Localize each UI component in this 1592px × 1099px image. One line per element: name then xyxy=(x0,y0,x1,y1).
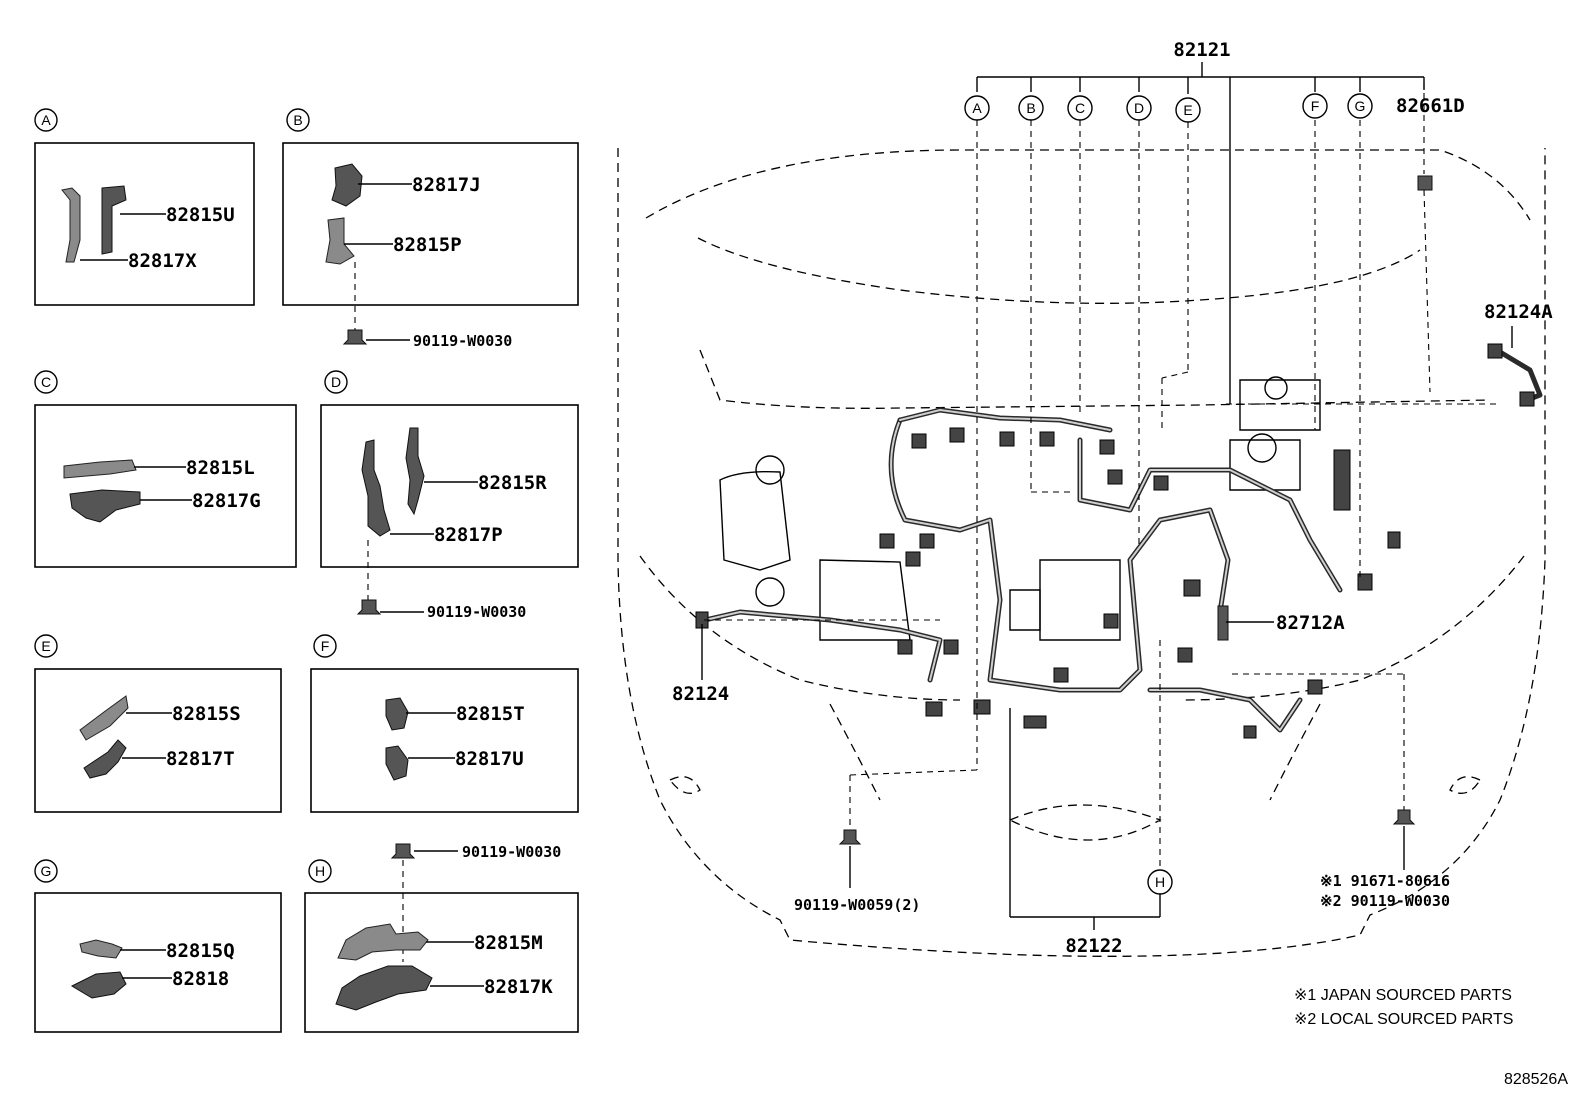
part-label-82815m: 82815M xyxy=(474,932,543,954)
right-fog-lamp xyxy=(1449,776,1481,794)
bolt-label-right-2: ※2 90119-W0030 xyxy=(1320,892,1450,910)
part-label-82815q: 82815Q xyxy=(166,940,235,962)
part-label-82817g: 82817G xyxy=(192,490,261,512)
bolt-label-d: 90119-W0030 xyxy=(427,603,526,621)
part-82817k-shape xyxy=(335,965,433,1011)
inset-g-letter: G xyxy=(41,863,52,879)
part-label-82815p: 82815P xyxy=(393,234,462,256)
part-82817g-shape xyxy=(69,489,141,523)
note-local-sourced: ※2 LOCAL SOURCED PARTS xyxy=(1294,1011,1513,1028)
part-label-82122: 82122 xyxy=(1065,935,1122,957)
cowl-outline xyxy=(697,237,1421,304)
callout-b: B xyxy=(1026,100,1035,116)
part-label-82124a: 82124A xyxy=(1484,301,1553,323)
part-label-82661d: 82661D xyxy=(1396,95,1465,117)
connector-group xyxy=(695,175,1535,739)
bolt-b-icon xyxy=(342,329,368,345)
body-outline xyxy=(617,148,1546,957)
part-label-82121: 82121 xyxy=(1173,39,1230,61)
bolt-d-icon xyxy=(356,599,382,615)
part-label-82817k: 82817K xyxy=(484,976,553,998)
bumper-left-line xyxy=(829,703,881,801)
inset-h: H 90119-W0030 82815M 82817K xyxy=(304,843,579,1033)
part-82815p-shape xyxy=(325,217,355,265)
callout-d: D xyxy=(1134,100,1144,116)
bolt-label-left: 90119-W0059(2) xyxy=(794,896,920,914)
engine-bay-view: 82121 A B C D E F G H 82661D 82124A 8212… xyxy=(617,39,1553,957)
inset-a-letter: A xyxy=(41,112,51,128)
inset-a: A 82815U 82817X xyxy=(34,108,255,306)
diagram-id: 828526A xyxy=(1504,1071,1568,1088)
part-label-82712a: 82712A xyxy=(1276,612,1345,634)
inset-e: E 82815S 82817T xyxy=(34,634,282,813)
part-82815m-shape xyxy=(337,923,429,961)
part-82818-shape xyxy=(70,971,127,999)
part-label-82817x: 82817X xyxy=(128,250,197,272)
coolant-reservoir xyxy=(719,470,791,571)
part-82815r-shape xyxy=(405,427,425,516)
part-82815l-shape xyxy=(63,459,137,479)
inset-f-letter: F xyxy=(321,638,330,654)
inset-e-letter: E xyxy=(41,638,50,654)
part-82817x-shape xyxy=(61,187,81,263)
firewall-outline xyxy=(699,349,1491,409)
bolt-right-icon xyxy=(1392,809,1416,825)
bumper-right-line xyxy=(1269,703,1321,801)
inset-b: B 82817J 82815P 90119-W0030 xyxy=(282,108,579,350)
part-82815t-shape xyxy=(385,697,409,731)
part-label-82815u: 82815U xyxy=(166,204,235,226)
note-japan-sourced: ※1 JAPAN SOURCED PARTS xyxy=(1294,987,1512,1004)
inset-c-letter: C xyxy=(41,374,51,390)
part-label-82817p: 82817P xyxy=(434,524,503,546)
brake-reservoir xyxy=(1239,379,1321,431)
callout-c: C xyxy=(1075,100,1085,116)
part-82815u-shape xyxy=(101,185,127,255)
bolt-label-right-1: ※1 91671-80616 xyxy=(1320,872,1450,890)
inset-f: F 82815T 82817U xyxy=(310,634,579,813)
part-82817t-shape xyxy=(83,739,127,779)
inset-b-letter: B xyxy=(293,112,302,128)
inset-c: C 82815L 82817G xyxy=(34,370,297,568)
right-fender-line xyxy=(1179,555,1525,701)
inset-d-letter: D xyxy=(331,374,341,390)
inset-h-letter: H xyxy=(315,863,325,879)
callout-h: H xyxy=(1155,874,1165,890)
part-label-82817j: 82817J xyxy=(412,174,481,196)
grille-emblem-outline xyxy=(1008,804,1162,841)
part-label-82817t: 82817T xyxy=(166,748,235,770)
callout-a: A xyxy=(972,100,982,116)
master-cylinder xyxy=(1229,439,1301,491)
part-82815q-shape xyxy=(79,939,123,959)
callout-e: E xyxy=(1183,102,1192,118)
part-82815s-shape xyxy=(79,695,129,741)
part-label-82815r: 82815R xyxy=(478,472,547,494)
hood-outline xyxy=(645,149,1531,221)
left-fog-lamp xyxy=(669,776,701,794)
callout-f: F xyxy=(1311,98,1320,114)
part-82817u-shape xyxy=(385,745,409,781)
bolt-label-h: 90119-W0030 xyxy=(462,843,561,861)
part-label-82815t: 82815T xyxy=(456,703,525,725)
callout-g: G xyxy=(1355,98,1366,114)
part-label-82818: 82818 xyxy=(172,968,229,990)
inset-g: G 82815Q 82818 xyxy=(34,859,282,1033)
left-fender-line xyxy=(639,555,961,701)
engine-side xyxy=(1009,589,1041,631)
part-label-82815s: 82815S xyxy=(172,703,241,725)
bolt-h-icon xyxy=(390,843,416,859)
inset-d: D 82815R 82817P 90119-W0030 xyxy=(320,370,579,621)
main-harness-trunk xyxy=(888,417,1231,693)
part-label-82124: 82124 xyxy=(672,683,729,705)
part-label-82815l: 82815L xyxy=(186,457,255,479)
part-82817p-shape xyxy=(361,439,391,537)
part-82817j-shape xyxy=(331,163,363,207)
part-label-82817u: 82817U xyxy=(455,748,524,770)
bolt-left-icon xyxy=(838,829,862,845)
bolt-label-b: 90119-W0030 xyxy=(413,332,512,350)
